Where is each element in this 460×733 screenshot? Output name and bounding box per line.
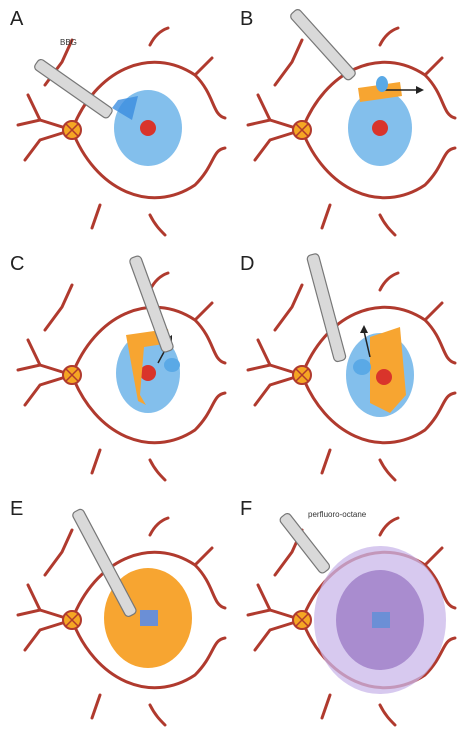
peeled-membrane-flap [370,327,406,413]
retina-diagram-a [0,0,230,240]
fovea [140,120,156,136]
fovea [376,369,392,385]
panel-b: B [230,0,460,240]
macular-hole [140,610,158,626]
retina-diagram-f [230,490,460,730]
panel-letter: A [10,8,23,31]
panel-e: E [0,490,230,730]
perfluoro-octane-label: perfluoro-octane [308,510,366,519]
retina-diagram-b [230,0,460,240]
panel-f: F perfluoro-octane [230,490,460,730]
retina-diagram-d [230,245,460,485]
fovea [372,120,388,136]
bbg-label: BBG [60,38,77,47]
panel-letter: E [10,498,23,521]
panel-c: C [0,245,230,485]
panel-letter: C [10,253,24,276]
macular-hole [372,612,390,628]
panel-letter: F [240,498,252,521]
fovea [140,365,156,381]
panel-letter: B [240,8,253,31]
panel-d: D [230,245,460,485]
panel-a: A BBG [0,0,230,240]
retina-diagram-c [0,245,230,485]
panel-letter: D [240,253,254,276]
cannula-forceps-icon [33,58,114,119]
retina-diagram-e [0,490,230,730]
cannula-forceps-icon [279,512,332,575]
cannula-forceps-icon [306,253,346,362]
